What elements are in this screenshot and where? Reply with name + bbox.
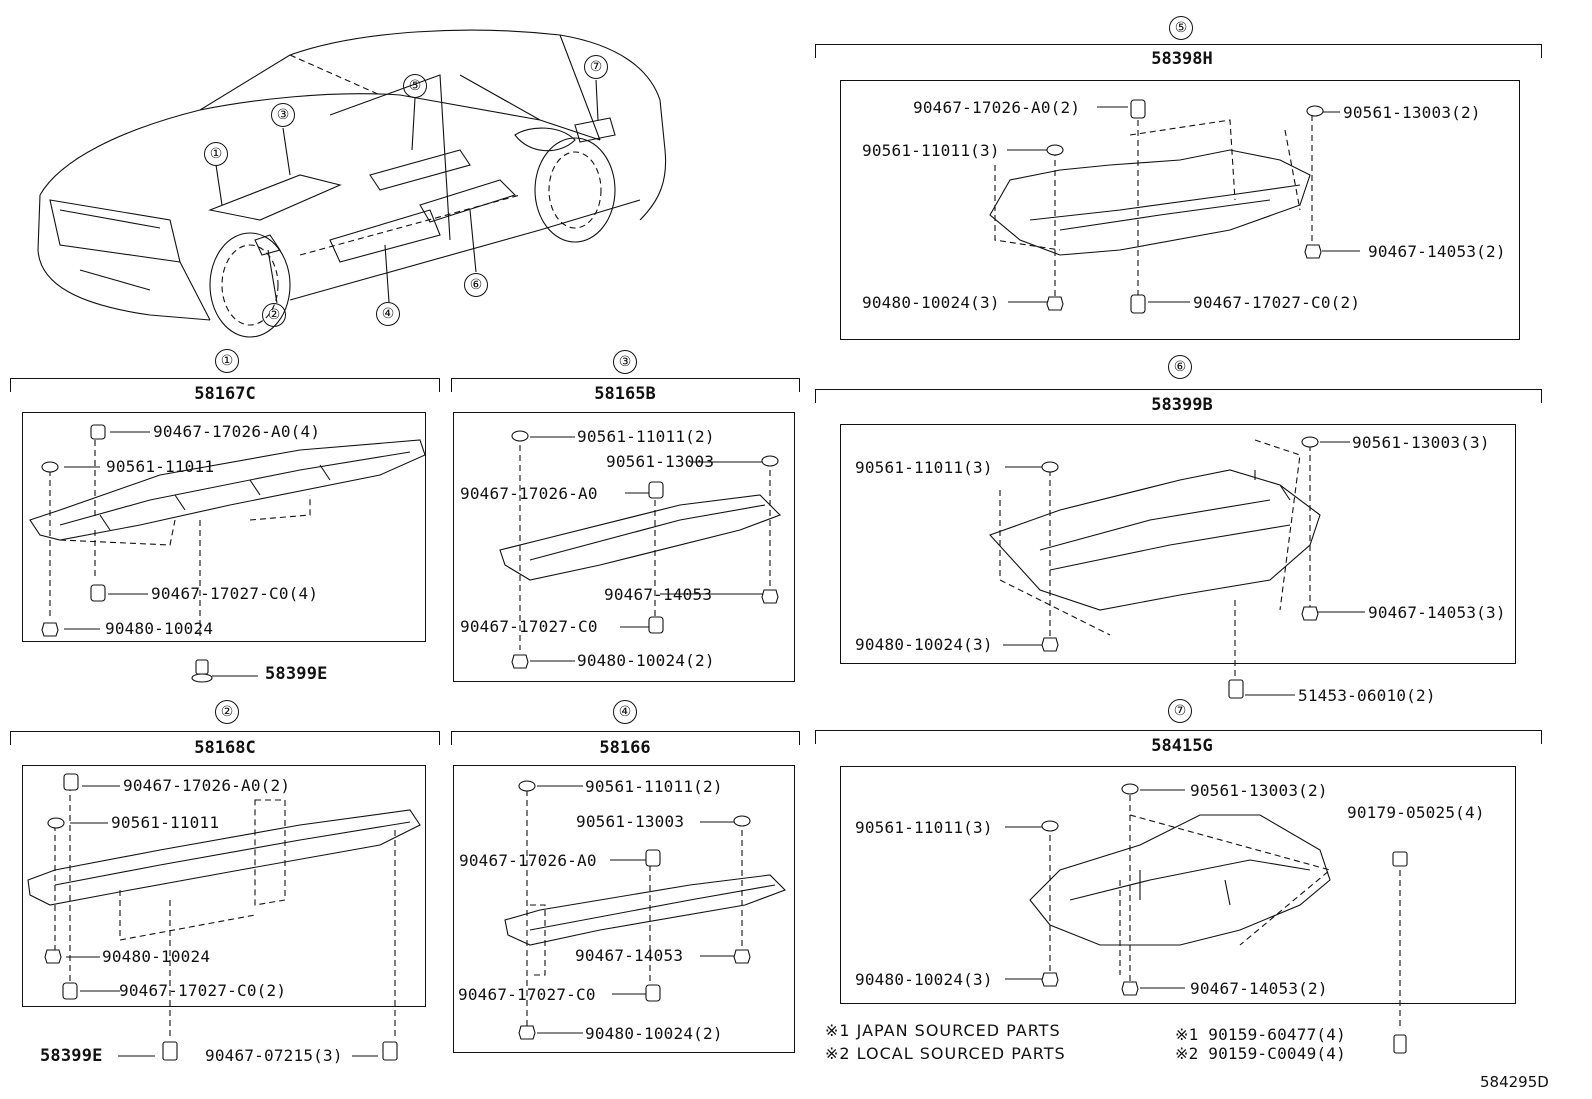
group-6-frame <box>840 424 1516 664</box>
external-part-label[interactable]: 58399E <box>265 664 328 684</box>
fastener-label[interactable]: 90467-17027-C0(2) <box>119 981 287 1000</box>
fastener-label[interactable]: 90561-13003 <box>606 452 715 471</box>
fastener-label[interactable]: 90561-11011(2) <box>585 777 723 796</box>
group-1-marker: ① <box>215 349 239 373</box>
group-2-bracket <box>10 731 440 745</box>
panel-58168C-drawing <box>27 785 421 1057</box>
sourced-part-2[interactable]: ※2 90159-C0049(4) <box>1175 1044 1346 1063</box>
group-1-frame <box>22 412 426 642</box>
sourced-part-1[interactable]: ※1 90159-60477(4) <box>1175 1025 1346 1044</box>
group-2-part-number[interactable]: 58168C <box>194 738 256 758</box>
panel-58398H-drawing <box>989 106 1360 305</box>
group-2-frame <box>22 765 426 1007</box>
panel-58167C-drawing <box>29 431 426 677</box>
fastener-label[interactable]: 90561-13003 <box>576 812 685 831</box>
fastener-label[interactable]: 90467-14053 <box>575 946 684 965</box>
group-1-part-number[interactable]: 58167C <box>194 384 256 404</box>
group-5-marker: ⑤ <box>1169 16 1193 40</box>
callout-6[interactable]: ⑥ <box>464 273 488 297</box>
group-5-frame <box>840 80 1520 340</box>
group-3-bracket <box>451 378 800 392</box>
fastener-label[interactable]: 90467-17026-A0(2) <box>913 98 1081 117</box>
external-part-label[interactable]: 58399E <box>40 1046 103 1066</box>
fastener-label[interactable]: 90561-11011 <box>106 457 215 476</box>
group-5-bracket <box>815 44 1542 58</box>
fastener-label[interactable]: 90467-17027-C0(2) <box>1193 293 1361 312</box>
fastener-label[interactable]: 90561-11011(3) <box>855 458 993 477</box>
fastener-label[interactable]: 90467-14053(3) <box>1368 603 1506 622</box>
group-1-bracket <box>10 378 440 392</box>
group-4-part-number[interactable]: 58166 <box>599 738 651 758</box>
fastener-label[interactable]: 90561-11011 <box>111 813 220 832</box>
fastener-label[interactable]: 90561-11011(3) <box>862 141 1000 160</box>
panel-58165B-drawing <box>499 436 781 662</box>
fastener-label[interactable]: 90467-14053(2) <box>1368 242 1506 261</box>
fastener-label[interactable]: 90480-10024(2) <box>577 651 715 670</box>
fastener-label[interactable]: 90480-10024(3) <box>855 635 993 654</box>
fastener-label[interactable]: 90467-17027-C0 <box>460 617 598 636</box>
fastener-label[interactable]: 90561-11011(2) <box>577 427 715 446</box>
fastener-label[interactable]: 90467-17027-C0(4) <box>151 584 319 603</box>
fastener-label[interactable]: 90561-13003(2) <box>1343 103 1481 122</box>
external-part-label[interactable]: 51453-06010(2) <box>1298 686 1436 705</box>
fastener-label[interactable]: 90467-14053 <box>604 585 713 604</box>
fastener-label[interactable]: 90467-14053(2) <box>1190 979 1328 998</box>
callout-3[interactable]: ③ <box>271 103 295 127</box>
group-4-bracket <box>451 731 800 745</box>
group-4-marker: ④ <box>613 700 637 724</box>
callout-4[interactable]: ④ <box>376 302 400 326</box>
fastener-label[interactable]: 90179-05025(4) <box>1347 803 1485 822</box>
fastener-label[interactable]: 90480-10024 <box>105 619 214 638</box>
car-overview-illustration <box>37 29 667 338</box>
diagram-id: 584295D <box>1480 1073 1549 1091</box>
group-5-part-number[interactable]: 58398H <box>1151 49 1213 69</box>
fastener-label[interactable]: 90467-17026-A0 <box>460 484 598 503</box>
group-7-marker: ⑦ <box>1168 699 1192 723</box>
group-3-frame <box>453 412 795 682</box>
group-2-marker: ② <box>215 700 239 724</box>
callout-1[interactable]: ① <box>204 142 228 166</box>
group-6-bracket <box>815 389 1542 403</box>
fastener-label[interactable]: 90561-11011(3) <box>855 818 993 837</box>
fastener-label[interactable]: 90561-13003(3) <box>1352 433 1490 452</box>
group-7-frame <box>840 766 1516 1004</box>
fastener-label[interactable]: 90480-10024(3) <box>862 293 1000 312</box>
group-3-marker: ③ <box>613 350 637 374</box>
callout-7[interactable]: ⑦ <box>584 55 608 79</box>
group-7-part-number[interactable]: 58415G <box>1151 736 1213 756</box>
fastener-label[interactable]: 90480-10024(2) <box>585 1024 723 1043</box>
fastener-label[interactable]: 90467-17026-A0(2) <box>123 776 291 795</box>
note-local-sourced: ※2 LOCAL SOURCED PARTS <box>825 1044 1066 1063</box>
panel-58399B-drawing <box>989 439 1365 696</box>
callout-5[interactable]: ⑤ <box>403 74 427 98</box>
fastener-label[interactable]: 90467-17027-C0 <box>458 985 596 1004</box>
fastener-label[interactable]: 90467-17026-A0(4) <box>153 422 321 441</box>
group-3-part-number[interactable]: 58165B <box>594 384 656 404</box>
fastener-label[interactable]: 90480-10024(3) <box>855 970 993 989</box>
callout-2[interactable]: ② <box>262 303 286 327</box>
group-6-marker: ⑥ <box>1168 355 1192 379</box>
fastener-label[interactable]: 90561-13003(2) <box>1190 781 1328 800</box>
external-part-label[interactable]: 90467-07215(3) <box>205 1046 343 1065</box>
fastener-label[interactable]: 90467-17026-A0 <box>459 851 597 870</box>
group-6-part-number[interactable]: 58399B <box>1151 395 1213 415</box>
panel-58415G-drawing <box>1005 789 1401 1030</box>
group-4-frame <box>453 765 795 1053</box>
note-japan-sourced: ※1 JAPAN SOURCED PARTS <box>825 1021 1061 1040</box>
fastener-label[interactable]: 90480-10024 <box>102 947 211 966</box>
group-7-bracket <box>815 730 1542 744</box>
fastener-glyphs <box>41 99 1408 1061</box>
panel-58166-drawing <box>504 785 786 1034</box>
